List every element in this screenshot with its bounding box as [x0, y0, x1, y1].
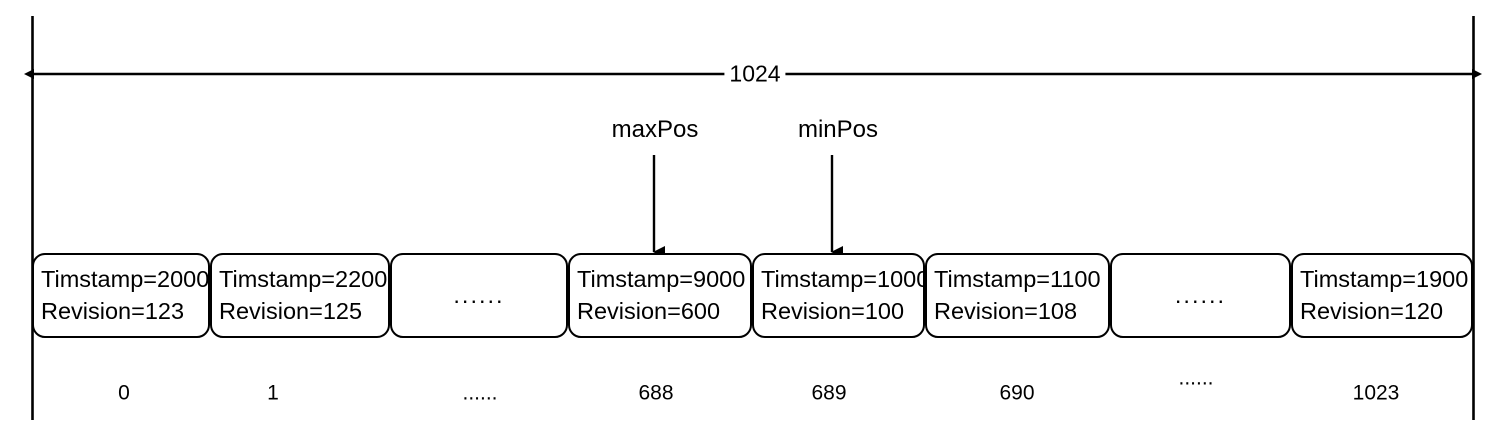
slot-revision: Revision=125 [219, 297, 363, 324]
ellipsis-text: ...... [453, 281, 505, 308]
buffer-slot-690[interactable]: Timstamp=1100 Revision=108 [925, 253, 1110, 338]
slot-timestamp: Timstamp=9000 [577, 266, 746, 293]
minpos-label: minPos [797, 116, 879, 143]
buffer-slot-688[interactable]: Timstamp=9000 Revision=600 [568, 253, 752, 338]
slot-timestamp: Timstamp=1100 [934, 266, 1101, 293]
buffer-slot-gap-left: ...... [390, 253, 568, 338]
slot-timestamp: Timstamp=1000 [761, 266, 930, 293]
maxpos-label: maxPos [611, 116, 699, 143]
buffer-slot-gap-right: ...... [1110, 253, 1291, 338]
slot-timestamp: Timstamp=1900 [1300, 266, 1469, 293]
slot-revision: Revision=600 [577, 297, 721, 324]
capacity-label: 1024 [724, 62, 786, 86]
buffer-slot-689[interactable]: Timstamp=1000 Revision=100 [752, 253, 929, 338]
slot-revision: Revision=123 [41, 297, 185, 324]
buffer-slot-1023[interactable]: Timstamp=1900 Revision=120 [1291, 253, 1473, 338]
ellipsis-text: ...... [1174, 281, 1227, 308]
index-label-0: 0 [118, 381, 130, 405]
index-label-688: 688 [638, 381, 674, 405]
slot-timestamp: Timstamp=2000 [41, 266, 210, 293]
slot-timestamp: Timstamp=2200 [219, 266, 388, 293]
index-label-689: 689 [811, 381, 847, 405]
buffer-slot-0[interactable]: Timstamp=2000 Revision=123 [32, 253, 210, 338]
slot-revision: Revision=108 [934, 297, 1078, 324]
slot-revision: Revision=120 [1300, 297, 1444, 324]
index-label-1023: 1023 [1352, 381, 1400, 405]
index-label-690: 690 [999, 381, 1035, 405]
slot-revision: Revision=100 [761, 297, 905, 324]
index-label-gap-left: ...... [462, 381, 498, 405]
index-label-1: 1 [267, 381, 279, 405]
buffer-slot-1[interactable]: Timstamp=2200 Revision=125 [210, 253, 390, 338]
index-label-gap-right: ...... [1178, 366, 1214, 390]
